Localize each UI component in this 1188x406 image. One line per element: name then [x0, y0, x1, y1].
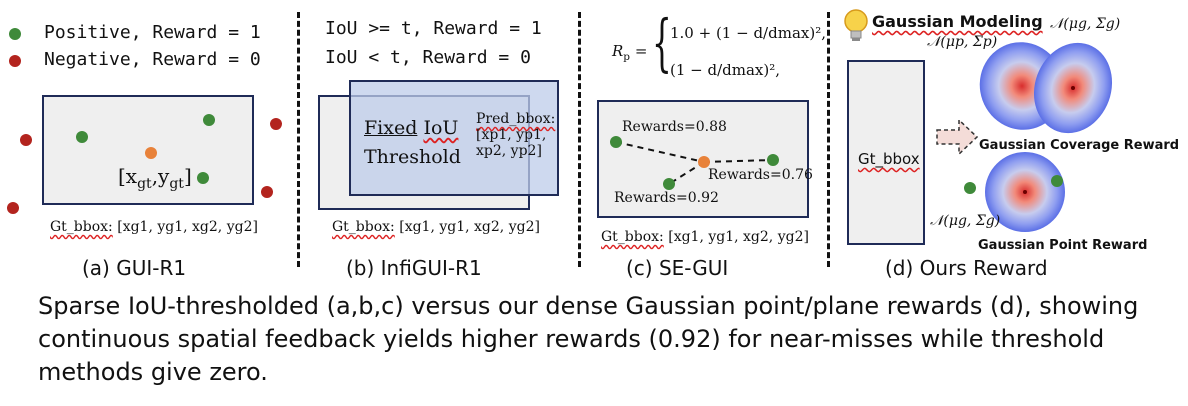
divider: [827, 12, 830, 267]
negative-point: [270, 118, 282, 130]
negative-point: [20, 134, 32, 146]
caption-c: (c) SE-GUI: [626, 256, 729, 280]
coverage-reward-label: Gaussian Coverage Reward: [979, 138, 1180, 153]
legend-positive-dot: [9, 28, 21, 40]
rule-line-1: IoU >= t, Reward = 1: [325, 18, 542, 39]
threshold-label: Threshold: [364, 146, 461, 168]
divider: [578, 12, 581, 267]
point-reward-label: Gaussian Point Reward: [978, 238, 1148, 253]
pred-point: [663, 178, 675, 190]
divider: [297, 12, 300, 267]
positive-point: [203, 114, 215, 126]
center-label: [xgt,ygt]: [118, 164, 192, 192]
reward-label: Rewards=0.76: [708, 167, 813, 183]
pred-point: [964, 182, 976, 194]
fixed-iou-label: Fixed IoU: [364, 117, 459, 139]
pred-point: [610, 136, 622, 148]
negative-point: [7, 202, 19, 214]
right-arrow-icon: [936, 118, 979, 156]
caption-d: (d) Ours Reward: [885, 256, 1048, 280]
np-label: 𝒩(μp, Σp): [927, 34, 998, 50]
reward-label: Rewards=0.88: [622, 119, 727, 135]
formula-line-2: (1 − d/dmax)²,: [670, 61, 781, 79]
legend-positive-text: Positive, Reward = 1: [44, 22, 261, 43]
caption-a: (a) GUI-R1: [82, 256, 187, 280]
legend-negative-text: Negative, Reward = 0: [44, 49, 261, 70]
pred-box: [349, 80, 559, 196]
gt-bbox-label-a: Gt_bbox: [xg1, yg1, xg2, yg2]: [50, 219, 258, 235]
ng-top-label: 𝒩(μg, Σg): [1050, 16, 1121, 32]
legend-negative-dot: [9, 55, 21, 67]
positive-point: [197, 172, 209, 184]
positive-point: [76, 131, 88, 143]
figure-description: Sparse IoU-thresholded (a,b,c) versus ou…: [38, 292, 1139, 386]
gt-bbox-label-b: Gt_bbox: [xg1, yg1, xg2, yg2]: [332, 219, 540, 235]
ng-bottom-label: 𝒩(μg, Σg): [930, 213, 1001, 229]
pred-point: [767, 154, 779, 166]
formula-line-1: 1.0 + (1 − d/dmax)²,: [670, 24, 826, 42]
lightbulb-icon: [844, 9, 868, 41]
distance-lines: [615, 141, 774, 185]
center-point: [698, 156, 710, 168]
reward-label: Rewards=0.92: [614, 190, 719, 206]
pred-point: [1051, 175, 1063, 187]
gt-bbox-label-c: Gt_bbox: [xg1, yg1, xg2, yg2]: [601, 229, 809, 245]
gaussian-blobs: [979, 42, 1113, 232]
gt-bbox-label-d: Gt_bbox: [858, 150, 920, 168]
gaussian-modeling-title: Gaussian Modeling: [872, 12, 1043, 31]
center-point: [145, 147, 157, 159]
negative-point: [261, 186, 273, 198]
pred-bbox-label: Pred_bbox: [xp1, yp1, xp2, yp2]: [476, 111, 556, 159]
rule-line-2: IoU < t, Reward = 0: [325, 47, 531, 68]
caption-b: (b) InfiGUI-R1: [346, 256, 482, 280]
gt-bbox-tall: [847, 60, 925, 245]
